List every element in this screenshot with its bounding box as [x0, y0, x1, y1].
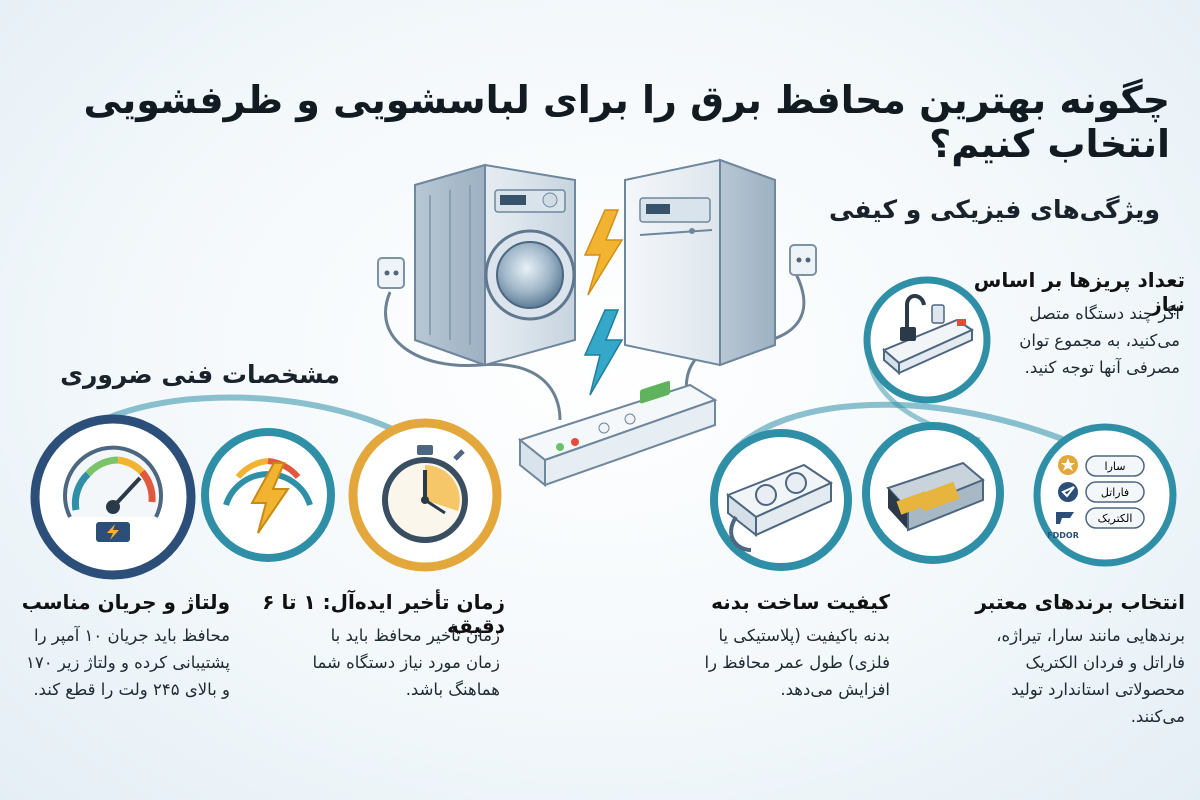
wall-socket-left-icon	[377, 257, 405, 289]
brand-sara: سارا	[1105, 460, 1126, 473]
build-text: بدنه باکیفیت (پلاستیکی یا فلزی) طول عمر …	[704, 626, 890, 699]
lightning-icon	[583, 209, 624, 396]
dishwasher-icon	[624, 158, 776, 367]
brand-fdor: FDDOR	[1047, 531, 1079, 540]
build-title: کیفیت ساخت بدنه	[711, 590, 890, 614]
washing-machine-icon	[414, 163, 576, 367]
brand-circle: سارا فاراتل الکتریک FDDOR	[1033, 423, 1177, 567]
delay-title: زمان تأخیر ایده‌آل: ۱ تا ۶ دقیقه	[262, 590, 505, 638]
voltage-text: محافظ باید جریان ۱۰ آمپر را پشتیبانی کرد…	[26, 626, 230, 699]
brands-text: برندهایی مانند سارا، تیراژه، فاراتل و فر…	[996, 626, 1185, 726]
cable-icon	[886, 461, 985, 532]
brands-title: انتخاب برندهای معتبر	[975, 590, 1185, 614]
outlets-circle	[863, 276, 991, 404]
cable-circle	[862, 422, 1004, 564]
brand-faratel: فاراتل	[1101, 486, 1129, 499]
gauge-icon	[63, 445, 163, 542]
brand-electric: الکتریک	[1098, 512, 1133, 525]
stopwatch-circle	[348, 418, 502, 572]
page-title: چگونه بهترین محافظ برق را برای لباسشویی …	[83, 78, 1171, 166]
outlets-text: اگر چند دستگاه متصل می‌کنید، به مجموع تو…	[1019, 304, 1180, 377]
socket-icon	[726, 463, 834, 552]
socket-circle	[710, 429, 852, 571]
wall-socket-right-icon	[789, 244, 817, 276]
technical-section-title: مشخصات فنی ضروری	[60, 360, 340, 389]
gauge-circle	[30, 414, 196, 580]
brand-badge-icon	[1056, 455, 1145, 529]
voltage-title: ولتاژ و جریان مناسب	[21, 590, 230, 614]
delay-text: زمان تأخیر محافظ باید با زمان مورد نیاز …	[312, 626, 500, 699]
physical-section-title: ویژگی‌های فیزیکی و کیفی	[829, 195, 1160, 224]
power-strip-icon	[517, 380, 718, 488]
multi-socket-icon	[882, 294, 975, 376]
lightning-gauge-icon	[223, 458, 313, 534]
stopwatch-icon	[382, 445, 468, 543]
outlets-title: تعداد پریزها بر اساس نیاز	[973, 268, 1185, 316]
power-circle	[201, 428, 335, 562]
